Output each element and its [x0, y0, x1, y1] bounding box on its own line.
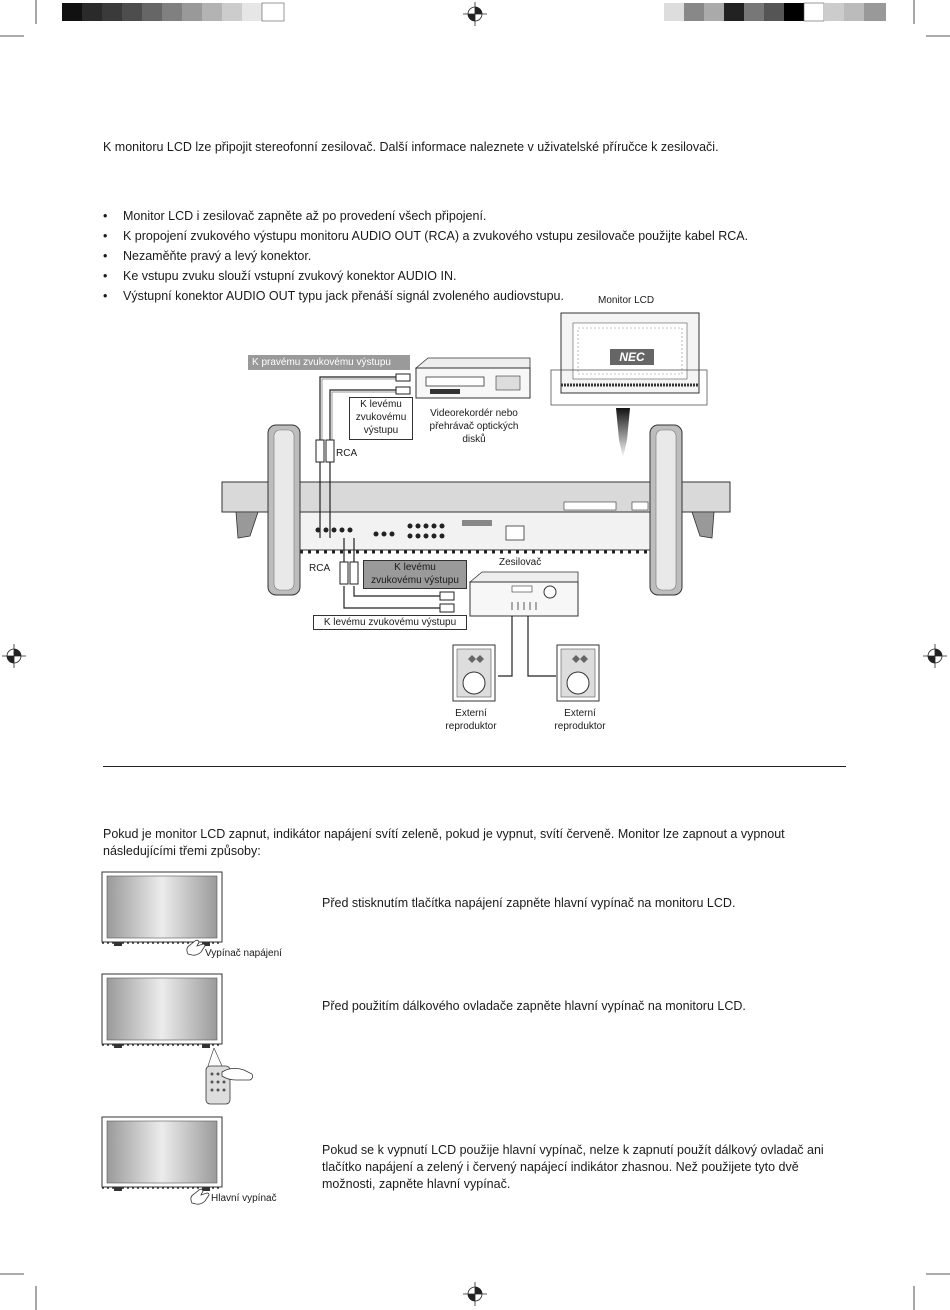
external-speaker-left	[452, 644, 496, 702]
monitor-rear-illustration	[221, 481, 731, 554]
vcr-illustration	[414, 357, 531, 399]
left-output-top-line-2: zvukovému	[355, 412, 407, 423]
power-intro-text: Pokud je monitor LCD zapnut, indikátor n…	[103, 827, 785, 858]
color-bar-left	[62, 2, 285, 22]
left-output-top-line-1: K levému	[360, 399, 402, 410]
external-speaker-right	[556, 644, 600, 702]
method-3-text: Pokud se k vypnutí LCD použije hlavní vy…	[322, 1143, 824, 1191]
hand-press-icon	[190, 1188, 210, 1205]
method-2-text: Před použitím dálkového ovladače zapněte…	[322, 999, 746, 1013]
note-item: Výstupní konektor AUDIO OUT typu jack př…	[103, 286, 863, 306]
cables-lower	[343, 538, 440, 609]
speaker-cables	[498, 616, 556, 677]
left-output-label-top: K levému zvukovému výstupu	[349, 397, 413, 440]
view-direction-arrow	[616, 408, 630, 458]
method-3-caption: Hlavní vypínač	[211, 1193, 277, 1204]
speaker-panel-left	[267, 424, 301, 596]
color-bar-right	[664, 2, 886, 22]
method-2-illustration	[101, 973, 254, 1105]
note-item: Monitor LCD i zesilovač zapněte až po pr…	[103, 206, 863, 226]
connection-notes: Monitor LCD i zesilovač zapněte až po pr…	[103, 206, 863, 306]
note-item: Ke vstupu zvuku slouží vstupní zvukový k…	[103, 266, 863, 286]
cables-upper-inner	[321, 378, 398, 440]
cables-upper	[319, 376, 398, 538]
method-1-illustration	[101, 871, 223, 956]
amplifier-illustration	[468, 571, 579, 617]
method-1-caption: Vypínač napájení	[205, 948, 282, 959]
rca-label-top: RCA	[336, 448, 357, 459]
left-output-label-mid: K levému zvukovému výstupu	[363, 560, 467, 589]
hand-press-icon	[186, 939, 206, 956]
rca-label-bottom: RCA	[309, 563, 330, 574]
speaker-left-label-2: reproduktor	[445, 721, 497, 732]
vcr-label-line-2: přehrávač optických	[430, 421, 519, 432]
monitor-lcd-label: Monitor LCD	[598, 295, 654, 306]
vcr-label-line-3: disků	[462, 433, 485, 445]
speaker-left-label-1: Externí	[455, 708, 487, 719]
speaker-right-label-2: reproduktor	[554, 721, 606, 732]
speaker-right-label-1: Externí	[564, 708, 596, 719]
left-output-mid-line-1: K levému	[394, 562, 436, 573]
connection-diagram: NEC Monitor LCD	[221, 295, 731, 732]
note-item: Nezaměňte pravý a levý konektor.	[103, 246, 863, 266]
right-output-label: K pravému zvukovému výstupu	[248, 355, 410, 370]
left-output-top-line-3: výstupu	[363, 425, 399, 436]
amplifier-label: Zesilovač	[499, 557, 541, 568]
left-output-label-bottom: K levému zvukovému výstupu	[313, 615, 467, 630]
method-3-illustration	[101, 1116, 223, 1205]
vcr-label-line-1: Videorekordér nebo	[430, 408, 518, 419]
method-1-text: Před stisknutím tlačítka napájení zapnět…	[322, 896, 736, 910]
remote-control-icon	[205, 1065, 254, 1105]
intro-text: K monitoru LCD lze připojit stereofonní …	[103, 140, 719, 154]
monitor-front-illustration: NEC	[550, 312, 708, 406]
speaker-panel-right	[649, 424, 683, 596]
section-divider	[103, 766, 846, 767]
nec-logo: NEC	[619, 350, 645, 364]
left-output-mid-line-2: zvukovému výstupu	[371, 575, 459, 586]
note-item: K propojení zvukového výstupu monitoru A…	[103, 226, 863, 246]
